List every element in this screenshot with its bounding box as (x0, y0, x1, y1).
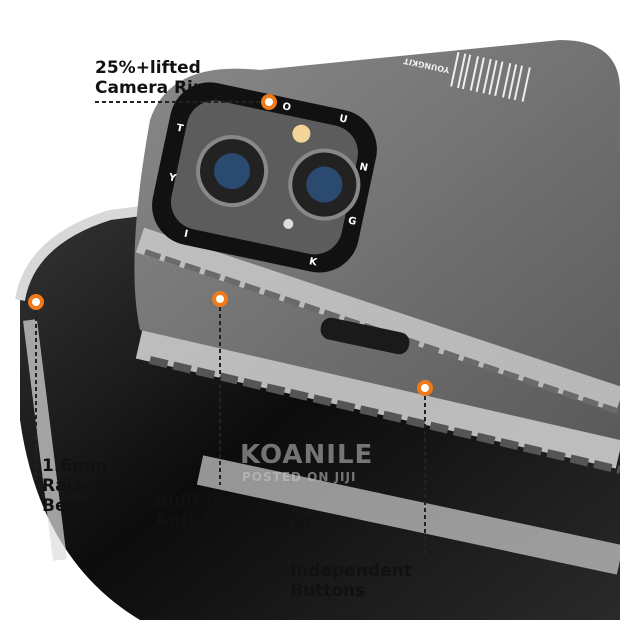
svg-text:T: T (175, 123, 184, 135)
watermark-subtitle: POSTED ON JIJI (242, 470, 357, 484)
svg-text:Y: Y (167, 172, 178, 185)
svg-text:U: U (338, 113, 348, 125)
anti-shock-strip-label: Built-in Anti-Shock Strip (155, 491, 312, 531)
svg-text:G: G (347, 215, 357, 227)
watermark-title: KOANILE (240, 440, 374, 470)
svg-text:O: O (281, 101, 292, 114)
svg-text:I: I (183, 229, 189, 241)
bezel-callout-dot (28, 294, 44, 310)
camera-ring: Y O U N G K I T (152, 82, 377, 273)
independent-buttons-label: Independent Buttons (290, 561, 412, 601)
side-button (320, 317, 410, 355)
bezel-label: 1.6mm Raised Bezel (42, 456, 108, 516)
svg-text:K: K (308, 256, 319, 269)
camera-callout-dot (261, 94, 277, 110)
svg-text:N: N (358, 162, 368, 175)
strip-callout-dot (212, 291, 228, 307)
buttons-callout-dot (417, 380, 433, 396)
camera-ring-label: 25%+lifted Camera Ring (95, 58, 218, 98)
